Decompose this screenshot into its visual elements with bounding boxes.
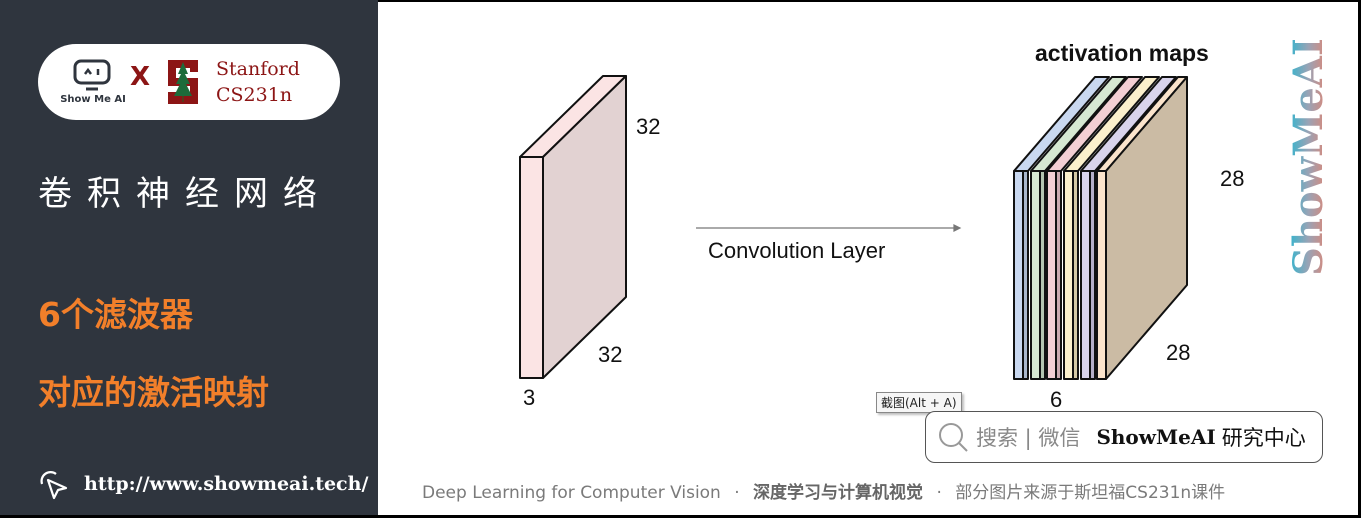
activation-stack — [1013, 76, 1188, 380]
frame-border-top — [378, 0, 1361, 2]
showmeai-label: Show Me AI — [60, 94, 126, 105]
search-hint: 搜索 | 微信 — [976, 426, 1081, 450]
frame-border-bottom — [0, 515, 1361, 518]
input-width-label: 32 — [598, 342, 623, 367]
logo-banner: Show Me AI X Stanford CS231n — [38, 44, 340, 120]
stanford-logo-icon — [164, 56, 202, 113]
input-depth-label: 3 — [523, 385, 536, 410]
output-height-label: 28 — [1220, 166, 1245, 191]
input-height-label: 32 — [636, 114, 661, 139]
stanford-course-label: Stanford CS231n — [216, 56, 300, 108]
search-brand-suffix: 研究中心 — [1221, 426, 1306, 450]
screenshot-tooltip: 截图(Alt + A) — [876, 392, 962, 413]
showmeai-watermark: ShowMeAI — [1285, 37, 1332, 276]
footer-caption: Deep Learning for Computer Vision · 深度学习… — [422, 478, 1225, 503]
footer-source: 部分图片来源于斯坦福CS231n课件 — [955, 483, 1226, 503]
course-code: CS231n — [216, 84, 293, 106]
search-brand: ShowMeAI — [1096, 425, 1216, 449]
output-depth-label: 6 — [1050, 387, 1063, 412]
search-banner[interactable]: 搜索 | 微信 ShowMeAI 研究中心 — [925, 411, 1323, 463]
footer-separator: · — [936, 483, 942, 503]
highlight-activation-maps: 对应的激活映射 — [38, 373, 269, 412]
footer-separator: · — [734, 483, 740, 503]
footer-course-en: Deep Learning for Computer Vision — [422, 483, 721, 503]
convolution-diagram: 32 32 3 Convolution Layer activation map… — [378, 0, 1361, 515]
showmeai-logo: Show Me AI — [60, 58, 126, 108]
output-width-label: 28 — [1166, 340, 1191, 365]
highlight-filters: 6个滤波器 — [38, 295, 193, 334]
arrow — [696, 224, 962, 232]
diagram-canvas — [519, 75, 1188, 380]
stanford-name: Stanford — [216, 58, 300, 80]
input-volume — [519, 75, 627, 379]
website-link[interactable]: http://www.showmeai.tech/ — [36, 468, 368, 500]
footer-course-cn: 深度学习与计算机视觉 — [753, 483, 924, 503]
search-icon — [939, 423, 968, 452]
robot-monitor-icon — [73, 59, 111, 91]
frame-border-right — [1358, 0, 1361, 518]
activation-maps-title: activation maps — [1035, 40, 1209, 66]
svg-text:ShowMeAI: ShowMeAI — [1288, 40, 1332, 276]
collab-separator: X — [130, 62, 151, 92]
sidebar: Show Me AI X Stanford CS231n 卷积神经网络 6个滤波… — [0, 0, 378, 518]
section-title: 卷积神经网络 — [38, 174, 332, 214]
cursor-click-icon — [40, 471, 68, 500]
convolution-layer-label: Convolution Layer — [708, 238, 886, 263]
website-url[interactable]: http://www.showmeai.tech/ — [84, 473, 369, 495]
